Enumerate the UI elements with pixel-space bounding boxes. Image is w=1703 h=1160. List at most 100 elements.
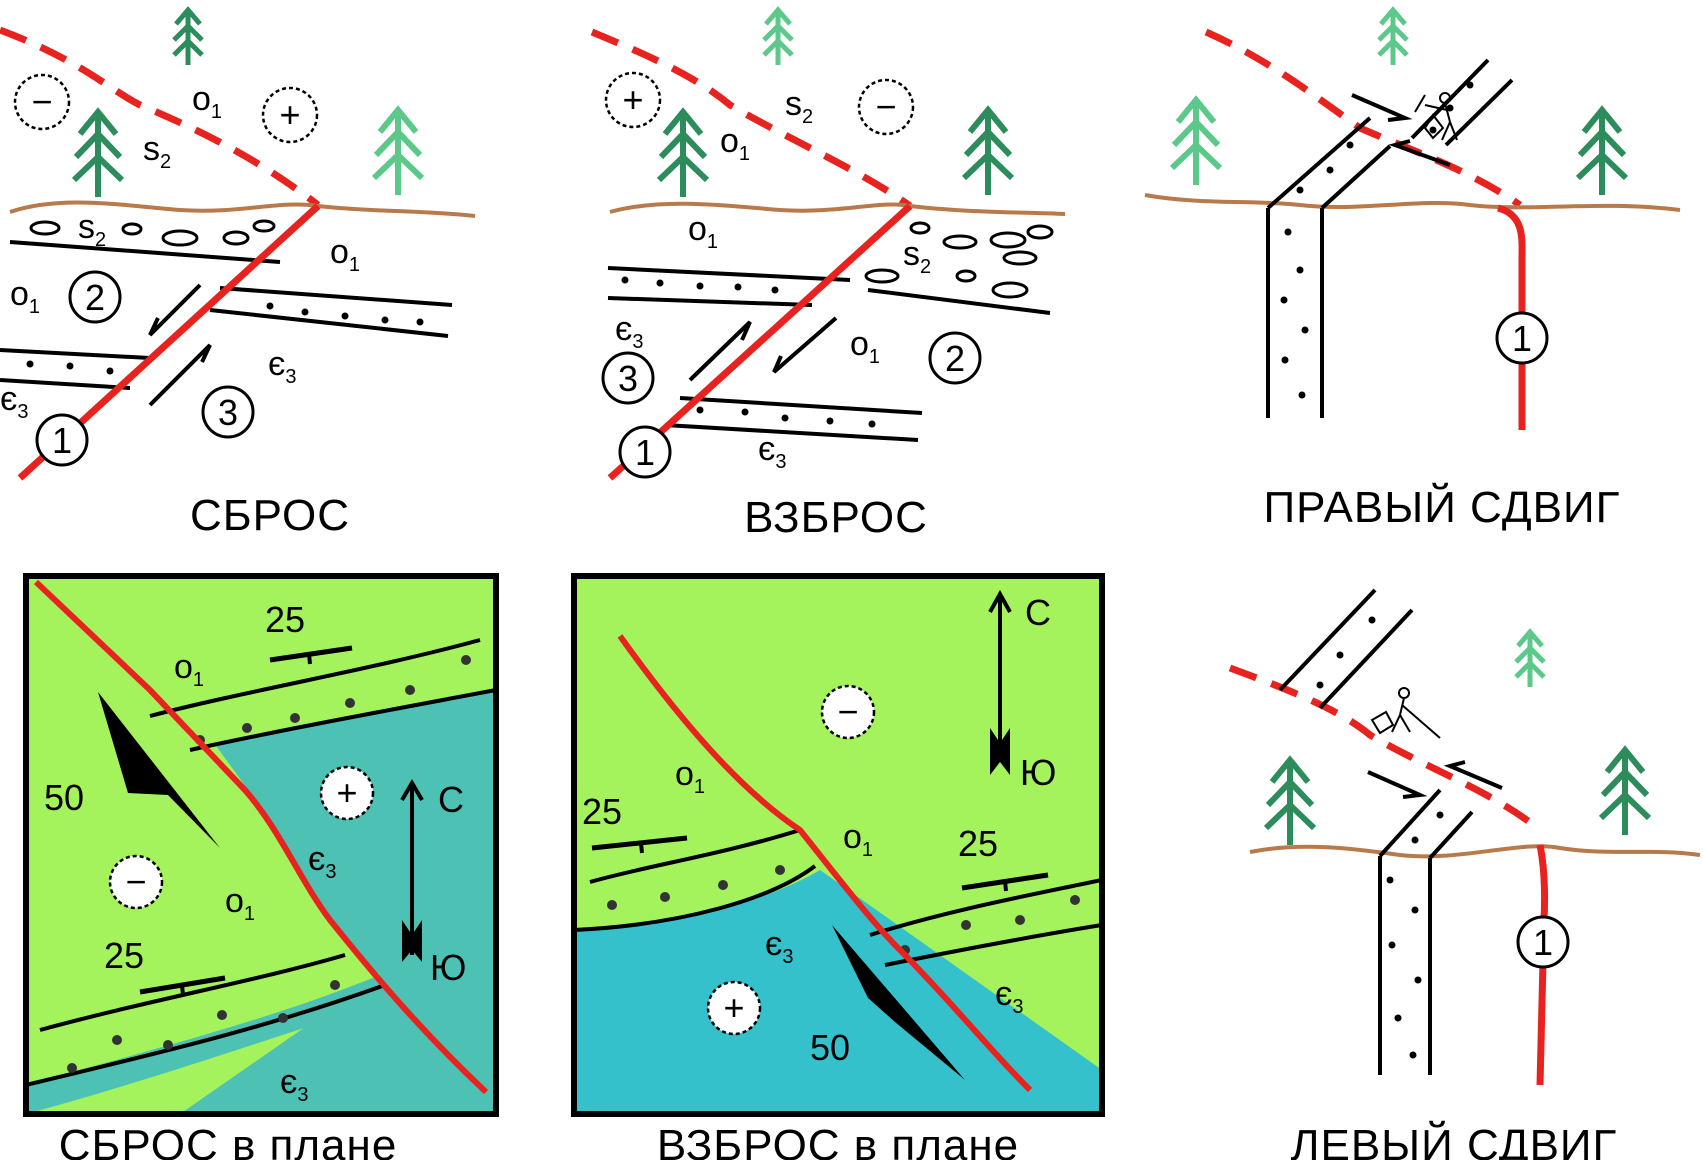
sandstone-dots — [1280, 81, 1474, 399]
sandstone-dots — [67, 655, 471, 1073]
svg-text:o1: o1 — [720, 122, 750, 165]
tree-icon — [1578, 110, 1626, 195]
unit-e-label: є — [308, 840, 325, 878]
ground-surface — [9, 200, 476, 218]
svg-text:є3: є3 — [308, 840, 336, 883]
north-label: С — [1025, 592, 1051, 633]
pebbles — [864, 221, 1054, 299]
unit-o-label: o — [688, 210, 707, 248]
marker-two: 2 — [85, 277, 105, 318]
marker-one: 1 — [52, 420, 72, 461]
tree-icon — [964, 110, 1012, 195]
right-strike-slip: 1 ПРАВЫЙ СДВИГ — [1144, 10, 1681, 532]
plus-marker: + — [622, 79, 643, 120]
svg-text:є3: є3 — [995, 975, 1023, 1018]
unit-o-label: o — [174, 648, 193, 686]
tree-icon — [1379, 10, 1407, 65]
sandstone-dots — [1316, 616, 1444, 1059]
normal-fault-section: o1 s2 s2 o1 o1 є3 є3 − + 2 3 1 СБРОС — [0, 10, 476, 540]
minus-marker: − — [837, 691, 858, 732]
tree-icon — [1172, 100, 1220, 185]
unit-e-label: є — [765, 925, 782, 963]
tree-icon — [1601, 750, 1649, 835]
svg-text:є3: є3 — [280, 1063, 308, 1106]
svg-text:o1: o1 — [843, 818, 873, 861]
svg-text:є3: є3 — [758, 430, 786, 473]
unit-sub-label: 1 — [29, 296, 40, 318]
normal-fault-title: СБРОС — [190, 491, 350, 540]
reverse-fault-section: s2 o1 o1 s2 є3 o1 є3 + − 2 3 1 ВЗБРОС — [590, 10, 1066, 542]
unit-o-label: o — [225, 882, 244, 920]
unit-sub-label: 2 — [95, 229, 106, 251]
unit-sub-label: 1 — [244, 903, 255, 925]
marker-one: 1 — [635, 432, 655, 473]
sandstone-dots — [621, 276, 876, 428]
marker-three: 3 — [218, 392, 238, 433]
tree-icon — [764, 10, 792, 65]
svg-text:s2: s2 — [785, 85, 813, 128]
ground-surface — [1249, 844, 1701, 859]
unit-sub-label: 3 — [297, 1084, 308, 1106]
unit-o-label: o — [843, 818, 862, 856]
sandstone-dots — [26, 302, 424, 375]
dip-value: 25 — [582, 791, 622, 832]
unit-o-label: o — [10, 275, 29, 313]
unit-o-label: o — [330, 233, 349, 271]
ground-surface — [1144, 193, 1681, 212]
unit-sub-label: 2 — [160, 151, 171, 173]
unit-sub-label: 1 — [349, 254, 360, 276]
dip-value-large: 50 — [810, 1027, 850, 1068]
marker-one: 1 — [1512, 318, 1532, 359]
right-slip-title: ПРАВЫЙ СДВИГ — [1264, 481, 1621, 532]
unit-e-label: є — [615, 310, 632, 348]
unit-sub-label: 3 — [782, 946, 793, 968]
reverse-fault-plan: 25 25 50 o1 o1 є3 є3 − + С Ю ВЗБРОС в пл… — [571, 573, 1105, 1160]
unit-sub-label: 3 — [1012, 996, 1023, 1018]
tree-icon — [1516, 632, 1544, 687]
unit-e-label: є — [0, 380, 17, 418]
unit-sub-label: 3 — [17, 401, 28, 423]
tree-icon — [1266, 760, 1314, 845]
svg-text:s2: s2 — [143, 130, 171, 173]
unit-sub-label: 2 — [802, 106, 813, 128]
svg-text:s2: s2 — [903, 235, 931, 278]
svg-text:o1: o1 — [10, 275, 40, 318]
unit-sub-label: 2 — [920, 256, 931, 278]
unit-sub-label: 1 — [739, 143, 750, 165]
south-label: Ю — [1020, 752, 1056, 793]
geologist-icon — [1414, 92, 1458, 141]
plus-marker: + — [723, 987, 744, 1028]
tree-icon — [374, 110, 422, 195]
marker-three: 3 — [618, 358, 638, 399]
plus-marker: + — [279, 94, 300, 135]
sandstone-dots — [607, 865, 1080, 955]
unit-sub-label: 1 — [193, 669, 204, 691]
marker-two: 2 — [945, 338, 965, 379]
svg-text:є3: є3 — [765, 925, 793, 968]
svg-text:o1: o1 — [675, 755, 705, 798]
left-slip-title: ЛЕВЫЙ СДВИГ — [1291, 1119, 1618, 1160]
minus-marker: − — [875, 86, 896, 127]
dip-value: 25 — [104, 935, 144, 976]
normal-plan-title: СБРОС в плане — [59, 1121, 398, 1160]
unit-o-label: o — [192, 80, 211, 118]
svg-text:o1: o1 — [850, 325, 880, 368]
unit-o-label: o — [850, 325, 869, 363]
fault-line — [617, 634, 1033, 1093]
geologist-icon — [1370, 687, 1441, 739]
left-strike-slip: 1 ЛЕВЫЙ СДВИГ — [1228, 588, 1701, 1160]
svg-text:o1: o1 — [225, 882, 255, 925]
unit-sub-label: 1 — [869, 346, 880, 368]
ground-surface — [609, 201, 1066, 216]
svg-text:s2: s2 — [78, 208, 106, 251]
pebbles — [29, 219, 276, 247]
minus-marker: − — [31, 81, 52, 122]
unit-o-label: o — [720, 122, 739, 160]
unit-s-label: s — [785, 85, 802, 123]
unit-sub-label: 1 — [707, 231, 718, 253]
tree-icon — [74, 112, 122, 197]
unit-sub-label: 1 — [211, 101, 222, 123]
unit-e-label: є — [268, 345, 285, 383]
svg-text:o1: o1 — [192, 80, 222, 123]
